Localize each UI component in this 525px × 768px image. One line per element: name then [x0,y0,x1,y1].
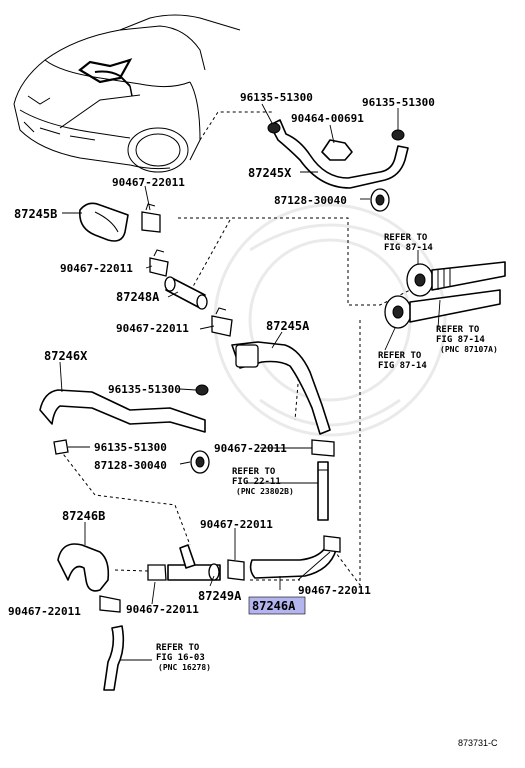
ref-fig22-line1[interactable]: REFER TO [232,467,276,477]
clamp-90467-b [149,249,169,277]
label-87245a[interactable]: 87245A [266,319,310,333]
ref-fig87-top-line1[interactable]: REFER TO [384,233,428,243]
ref-fig87-right-line3[interactable]: (PNC 87107A) [440,345,498,354]
ref-fig87-mid-line2[interactable]: FIG 87-14 [378,361,427,371]
pipe-87248a [164,276,208,310]
pipe-87249a [167,544,221,581]
grommet-87128-low [190,450,210,474]
ref-fig87-right-line2[interactable]: FIG 87-14 [436,335,485,345]
hose-87245a [231,341,331,435]
label-90467-h[interactable]: 90467-22011 [126,603,199,616]
label-90467-b[interactable]: 90467-22011 [60,262,133,275]
clamp-90467-h [323,535,341,553]
hose-87246x [39,389,206,433]
clamp-90467-e [99,595,121,613]
label-90467-d[interactable]: 90467-22011 [214,442,287,455]
water-valve-assembly [384,261,506,329]
label-87246b[interactable]: 87246B [62,509,105,523]
clamp-96135-low [53,439,69,455]
ref-fig87-right-line1[interactable]: REFER TO [436,325,480,335]
hose-87245x [269,119,409,189]
label-87248a[interactable]: 87248A [116,290,160,304]
ref-fig16-line2[interactable]: FIG 16-03 [156,653,205,663]
pipe-ref-22-11 [317,461,329,521]
ref-fig22-line3[interactable]: (PNC 23802B) [236,487,294,496]
clamp-96135-top-left [267,122,281,134]
hose-87246a [249,541,337,579]
figure-code: 873731-C [458,738,498,748]
label-90467-g[interactable]: 90467-22011 [8,605,81,618]
label-87246a[interactable]: 87246A [252,599,296,613]
label-96135-mid[interactable]: 96135-51300 [108,383,181,396]
bracket-90464 [321,139,353,161]
vehicle-illustration [13,14,241,173]
label-96135-top-right[interactable]: 96135-51300 [362,96,435,109]
clamp-96135-top-right [391,129,405,141]
label-87128-top[interactable]: 87128-30040 [274,194,347,207]
label-90467-f[interactable]: 90467-22011 [298,584,371,597]
ref-fig22-line2[interactable]: FIG 22-11 [232,477,281,487]
leader-lines [59,103,441,661]
clamp-96135-mid [195,384,209,396]
label-90467-a[interactable]: 90467-22011 [112,176,185,189]
pipe-ref-16-03 [103,625,125,691]
label-87249a[interactable]: 87249A [198,589,242,603]
highlight-87246a [248,596,306,615]
label-87245b[interactable]: 87245B [14,207,57,221]
clamp-90467-d [311,439,335,457]
ref-fig87-mid-line1[interactable]: REFER TO [378,351,422,361]
label-90464-00691[interactable]: 90464-00691 [291,112,364,125]
ref-fig87-top-line2[interactable]: FIG 87-14 [384,243,433,253]
label-87128-low[interactable]: 87128-30040 [94,459,167,472]
label-90467-e[interactable]: 90467-22011 [200,518,273,531]
label-87245x[interactable]: 87245X [248,166,292,180]
ref-fig16-line1[interactable]: REFER TO [156,643,200,653]
label-96135-low[interactable]: 96135-51300 [94,441,167,454]
clamp-90467-g [227,559,245,581]
grommet-87128-top [370,188,390,212]
clamp-90467-f [147,564,167,581]
hose-87245b [78,202,129,242]
ref-fig16-line3[interactable]: (PNC 16278) [158,663,211,672]
label-90467-c[interactable]: 90467-22011 [116,322,189,335]
label-87246x[interactable]: 87246X [44,349,88,363]
hose-87246b [57,543,110,592]
label-96135-top-left[interactable]: 96135-51300 [240,91,313,104]
clamp-90467-a [141,203,161,233]
